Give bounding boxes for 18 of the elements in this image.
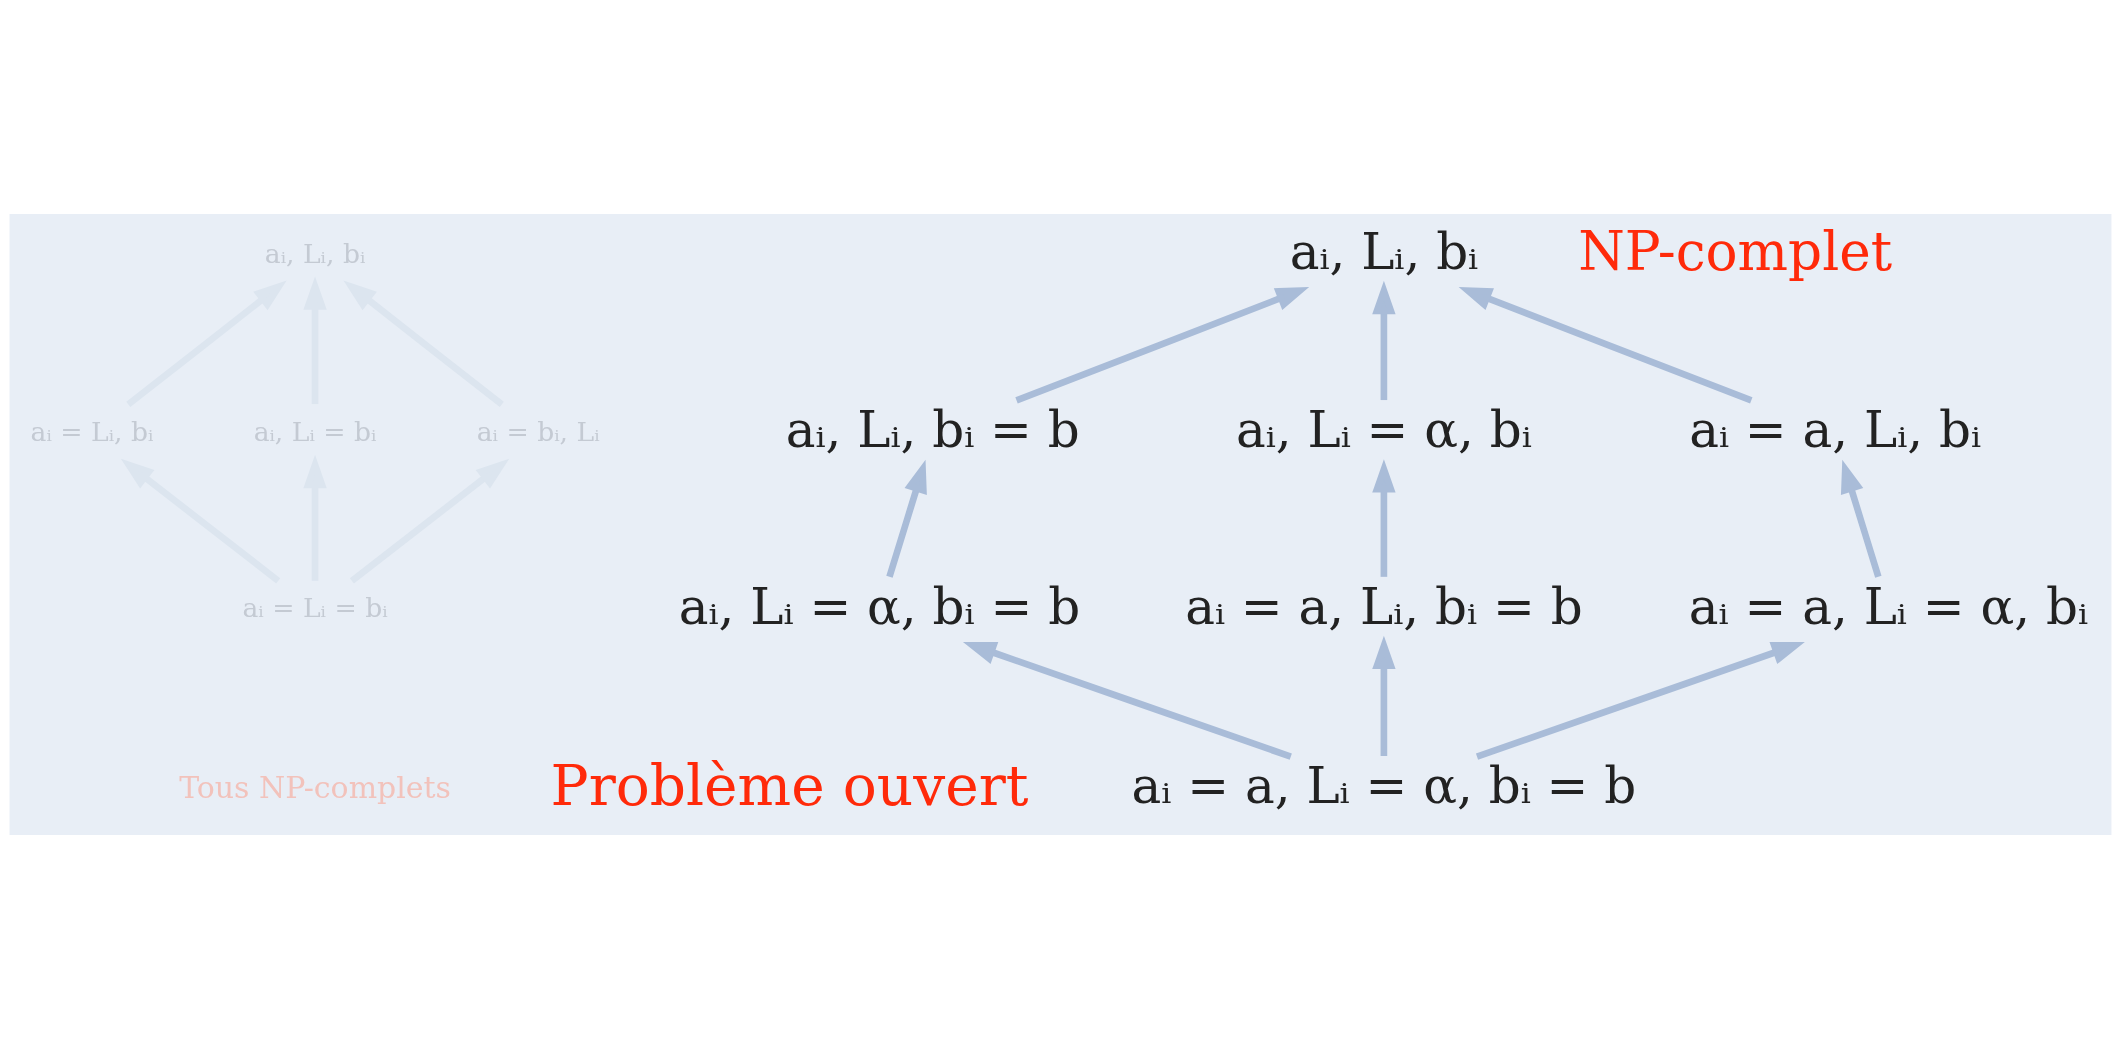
node-text: aᵢ, Lᵢ, bᵢ [1289,222,1479,281]
arrow [1475,641,1805,760]
node-text: aᵢ = a, Lᵢ, bᵢ [1689,401,1982,460]
node-text: aᵢ = a, Lᵢ = α, bᵢ = b [1131,757,1637,816]
arrow [1372,280,1396,401]
arrow [1015,287,1310,404]
node-text: aᵢ = a, Lᵢ, bᵢ = b [1185,577,1583,636]
label: Tous NP-complets [179,770,451,806]
label: NP-complet [1578,220,1893,283]
label: Problème ouvert [550,752,1029,819]
node-text: aᵢ, Lᵢ = α, bᵢ = b [678,577,1081,636]
node-text: aᵢ, Lᵢ = α, bᵢ [1235,401,1532,460]
node-text: aᵢ, Lᵢ, bᵢ = b [785,401,1080,460]
arrow [886,459,927,578]
arrow [1840,459,1882,578]
arrow [1458,287,1753,404]
arrow [962,641,1292,760]
node-text: aᵢ = a, Lᵢ = α, bᵢ [1688,577,2088,636]
